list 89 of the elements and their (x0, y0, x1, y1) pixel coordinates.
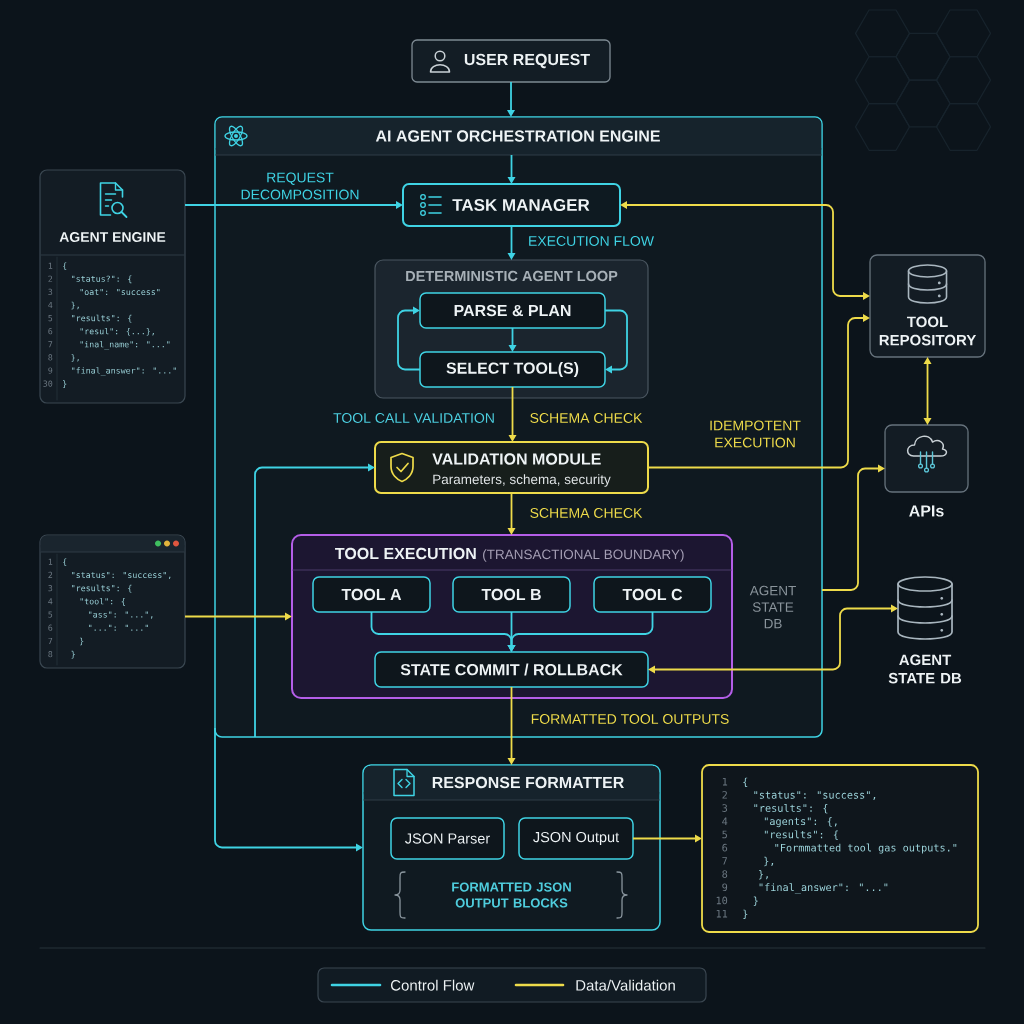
legend-text: Control Flow (390, 979, 475, 991)
code-line: "Formmatted tool gas outputs." (775, 843, 957, 854)
legend-text: Data/Validation (576, 979, 675, 991)
code-line: "results": { (754, 804, 828, 814)
note-text: AGENT STATE DB (749, 585, 796, 629)
code-line: "agents": {, (764, 817, 837, 828)
code-line: } (743, 909, 748, 920)
code-line: }, (759, 870, 768, 880)
code-line: "results": { (72, 314, 132, 323)
line-number: 1 (48, 262, 53, 269)
edge-label: SCHEMA CHECK (530, 413, 643, 423)
edge-label: EXECUTION FLOW (529, 236, 654, 246)
panel-title: TOOL EXECUTION (335, 547, 476, 560)
process-box: TOOL C (593, 576, 712, 613)
process-box: TOOL A (312, 576, 431, 613)
line-number: 4 (48, 302, 53, 309)
line-number: 3 (48, 585, 53, 592)
line-number: 1 (48, 558, 53, 565)
line-number: 2 (722, 791, 727, 799)
line-number: 10 (716, 896, 728, 905)
edge-label: REQUEST DECOMPOSITION (241, 172, 359, 200)
line-number: 5 (722, 830, 727, 839)
code-line: "final_answer": "..." (759, 883, 888, 894)
service-label: APIs (909, 505, 944, 517)
code-line: { (743, 777, 748, 788)
line-number: 11 (716, 909, 728, 918)
code-line: "final_answer": "..." (72, 367, 176, 376)
line-number: 3 (48, 288, 53, 296)
line-number: 7 (48, 637, 53, 644)
process-box: PARSE & PLAN (419, 292, 606, 329)
line-number: 7 (722, 857, 728, 865)
code-line: { (63, 262, 67, 271)
line-number: 9 (722, 883, 728, 892)
line-number: 9 (48, 367, 53, 374)
line-number: 8 (48, 354, 53, 361)
line-number: 7 (48, 341, 53, 348)
process-box: STATE COMMIT / ROLLBACK (374, 651, 649, 688)
code-line: "ass": "...", (89, 611, 153, 619)
panel-subtitle: (TRANSACTIONAL BOUNDARY) (483, 549, 684, 562)
code-line: "results": { (72, 584, 132, 593)
line-number: 1 (722, 777, 728, 786)
code-line: "status?": { (72, 275, 132, 284)
code-line: }, (71, 301, 79, 310)
group-title: DETERMINISTIC AGENT LOOP (406, 270, 618, 282)
code-line: { (63, 558, 67, 567)
start-box: USER REQUEST (411, 39, 611, 83)
line-number: 8 (722, 870, 728, 878)
line-number: 4 (48, 598, 53, 605)
process-box: JSON Output (518, 817, 634, 860)
body-text: FORMATTED JSON OUTPUT BLOCKS (452, 882, 571, 908)
code-line: } (71, 650, 75, 659)
database-label: AGENT STATE DB (888, 654, 962, 684)
repository-box: TOOL REPOSITORY (869, 254, 986, 358)
code-line: "...": "..." (89, 624, 148, 631)
code-line: "oat": "success" (80, 288, 160, 296)
code-line: }, (71, 354, 79, 362)
line-number: 3 (722, 804, 728, 812)
code-line: "tool": { (80, 598, 125, 606)
code-line: } (80, 637, 84, 646)
line-number: 8 (48, 651, 53, 658)
edge-label: IDEMPOTENT EXECUTION (710, 420, 801, 448)
process-box: JSON Parser (390, 817, 505, 860)
code-line: } (63, 380, 67, 388)
code-line: }, (764, 856, 774, 867)
code-line: } (753, 896, 758, 906)
process-box: TOOL B (452, 576, 571, 613)
panel-title: RESPONSE FORMATTER (432, 776, 624, 789)
line-number: 6 (722, 843, 728, 852)
panel-title: AI AGENT ORCHESTRATION ENGINE (375, 130, 660, 142)
code-line: "results": { (764, 830, 838, 840)
code-line: "status": "success", (72, 571, 171, 580)
code-line: "inal_name": "..." (80, 341, 170, 350)
process-box: TASK MANAGER (402, 183, 621, 227)
code-line: "status": "success", (754, 791, 876, 800)
process-box: VALIDATION MODULE Parameters, schema, security (374, 441, 649, 494)
line-number: 5 (48, 315, 53, 322)
line-number: 5 (48, 611, 53, 618)
code-line: "resul": {...}, (80, 327, 154, 336)
panel-title: AGENT ENGINE (59, 232, 166, 242)
process-box: SELECT TOOL(S) (419, 351, 606, 388)
line-number: 30 (43, 380, 53, 387)
note-text: TOOL CALL VALIDATION (333, 413, 494, 423)
line-number: 6 (48, 328, 53, 335)
edge-label: FORMATTED TOOL OUTPUTS (531, 714, 729, 724)
line-number: 6 (48, 624, 53, 631)
line-number: 2 (48, 571, 53, 578)
line-number: 2 (48, 275, 53, 282)
edge-label: SCHEMA CHECK (530, 508, 643, 518)
line-number: 4 (722, 817, 728, 825)
